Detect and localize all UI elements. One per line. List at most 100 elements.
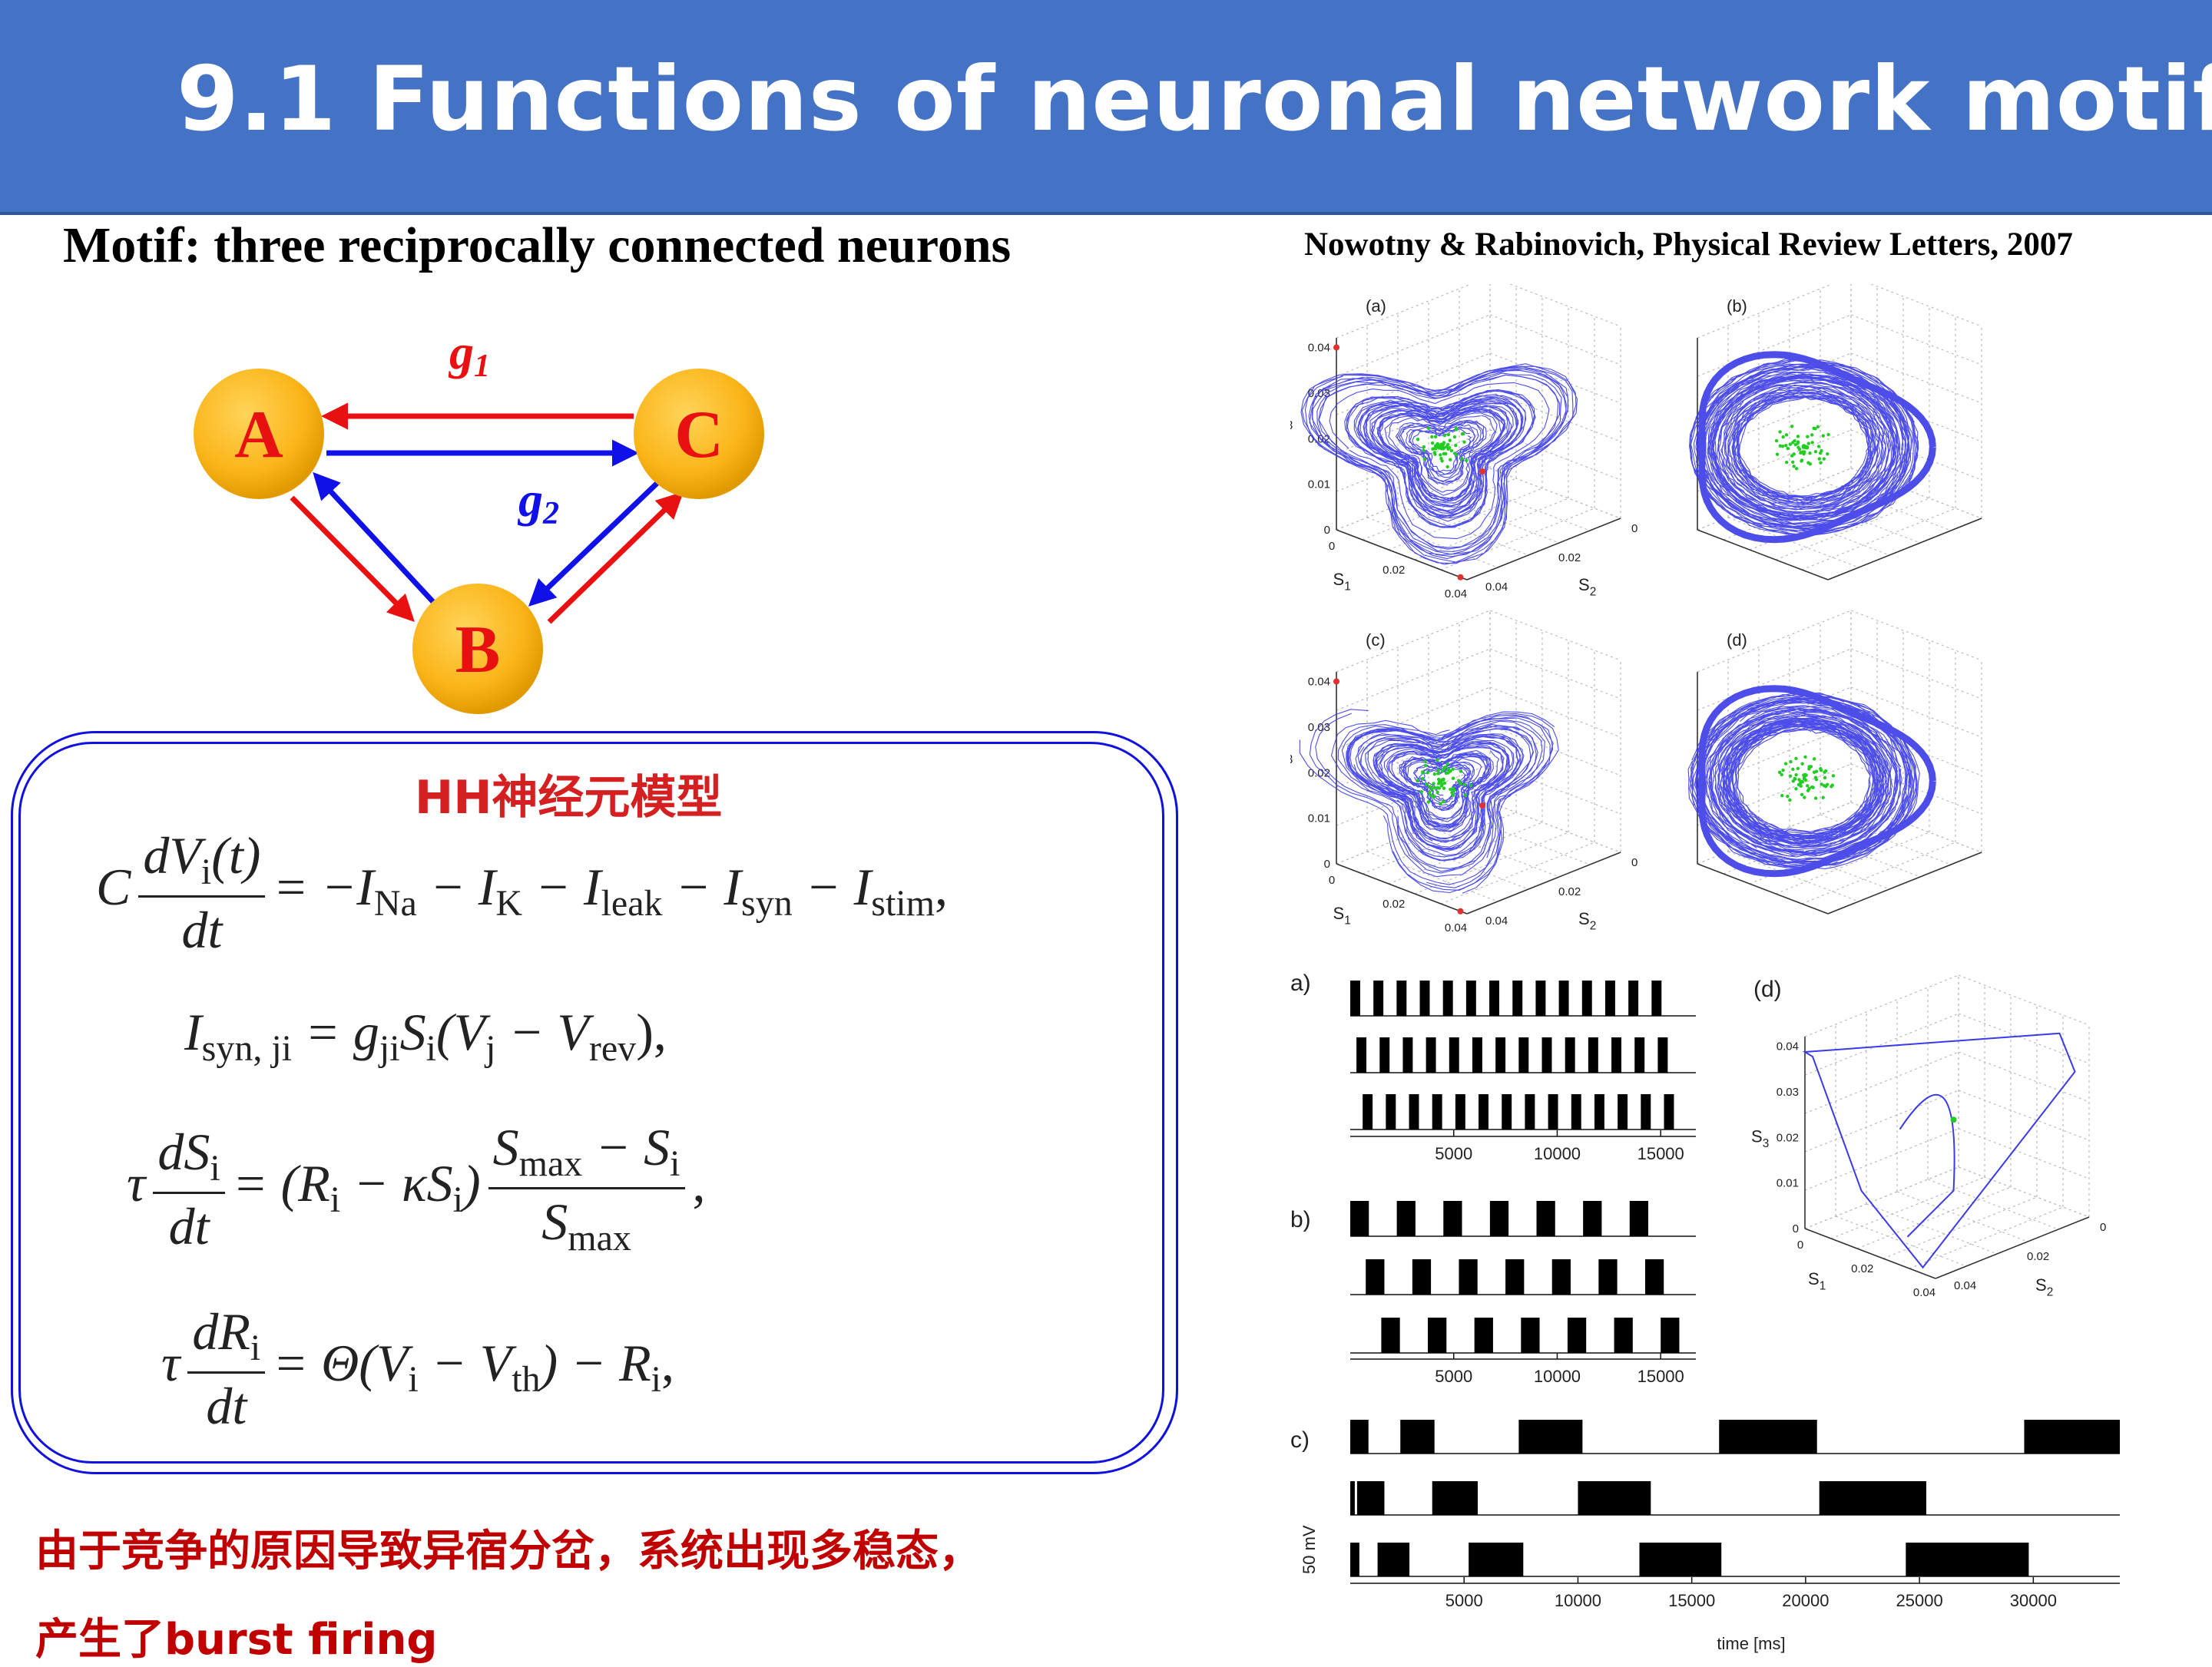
fixed-point: [1790, 425, 1794, 428]
burst: [1558, 981, 1569, 1016]
trajectory: [1346, 718, 1510, 852]
grid-line: [1850, 648, 1982, 700]
fixed-point: [1444, 771, 1449, 776]
inset-s2-tick: 0: [2100, 1221, 2106, 1234]
grid-line: [1909, 1206, 2064, 1269]
trajectory: [1722, 718, 1885, 845]
fixed-point: [1800, 458, 1804, 462]
fixed-point: [1802, 776, 1806, 779]
burst: [1373, 981, 1384, 1016]
s1-axis: [1697, 863, 1829, 915]
fixed-point: [1421, 776, 1425, 781]
burst: [1641, 1094, 1651, 1130]
burst: [1594, 1094, 1604, 1130]
trajectories: [1299, 709, 1559, 894]
burst: [1525, 1094, 1535, 1130]
trajectory: [1388, 415, 1495, 493]
edge-b-to-c: [547, 491, 684, 624]
trajectory: [1384, 412, 1498, 496]
trajectory: [1376, 408, 1506, 502]
fixed-point: [1442, 433, 1447, 438]
burst: [1541, 1037, 1552, 1073]
fixed-point: [1463, 793, 1468, 797]
trajectory: [1697, 699, 1910, 862]
trajectory: [1376, 736, 1518, 858]
grid-line: [1489, 686, 1621, 738]
trajectory: [1316, 372, 1562, 552]
trajectory: [1346, 717, 1518, 850]
burst: [1377, 1543, 1410, 1576]
fixed-point: [1813, 450, 1818, 454]
trajectory: [1309, 368, 1569, 557]
note-line-2: 产生了burst firing: [35, 1615, 438, 1665]
fixed-points: [1416, 426, 1469, 469]
burst: [1350, 1201, 1369, 1236]
g1-label: g1: [448, 325, 490, 384]
fixed-point: [1445, 762, 1449, 766]
fixed-point: [1426, 426, 1431, 431]
fixed-point: [1449, 458, 1452, 461]
trajectory: [1714, 377, 1894, 517]
fixed-point: [1791, 460, 1795, 465]
burst: [1455, 1094, 1465, 1130]
fixed-point: [1812, 770, 1816, 774]
saddle-marker: [1457, 908, 1464, 915]
burst: [1363, 1094, 1373, 1130]
fixed-point: [1830, 783, 1834, 787]
fixed-point: [1446, 432, 1451, 437]
burst: [1409, 1094, 1419, 1130]
burst: [1419, 981, 1430, 1016]
trajectory: [1707, 372, 1901, 521]
fixed-point: [1437, 782, 1441, 786]
phase-panel: (d): [1687, 610, 1982, 915]
fixed-point: [1806, 461, 1810, 465]
s1-axis: [1336, 863, 1468, 915]
trajectory: [1399, 422, 1485, 482]
fixed-point: [1792, 465, 1796, 468]
saddle-marker: [1333, 678, 1339, 685]
fixed-point: [1794, 787, 1798, 791]
s1-tick-label: 0.04: [1445, 921, 1467, 934]
inset-fixed-point: [1950, 1116, 1957, 1123]
edge-c-to-b: [528, 478, 663, 607]
trajectory: [1728, 389, 1879, 506]
fixed-point: [1803, 778, 1808, 782]
grid-line: [1801, 842, 1956, 905]
fixed-point: [1462, 782, 1466, 787]
fixed-point: [1434, 447, 1438, 451]
grid-line: [1856, 1186, 2012, 1249]
s2-axis-label: S2: [1578, 909, 1596, 933]
grid-line: [1489, 763, 1621, 815]
trajectory: [1370, 405, 1510, 507]
trajectory: [1733, 726, 1874, 835]
fixed-point: [1820, 782, 1823, 786]
trajectory: [1341, 713, 1559, 894]
grid-line: [1336, 686, 1491, 749]
grid-line: [1489, 314, 1621, 365]
fixed-point: [1781, 768, 1785, 772]
inset-s3-label: S3: [1751, 1127, 1769, 1151]
fixed-point: [1430, 787, 1434, 791]
phase-panel: 0.040.030.020.010S300.020.04S100.020.04S…: [1290, 284, 1637, 600]
trajectory: [1717, 714, 1889, 848]
fixed-point: [1794, 756, 1798, 761]
fixed-point: [1432, 451, 1437, 455]
trajectory: [1406, 424, 1479, 478]
fixed-point: [1452, 435, 1457, 439]
trajectory: [1732, 391, 1876, 504]
burst: [1719, 1420, 1817, 1454]
grid-line: [1850, 610, 1982, 661]
grid-line: [1697, 391, 1852, 454]
burst: [1634, 1037, 1645, 1073]
fixed-point: [1807, 787, 1811, 791]
inset-z-tick: 0.02: [1777, 1131, 1799, 1144]
trajectory: [1709, 374, 1899, 521]
burst: [1479, 1094, 1488, 1130]
time-tick-label: 15000: [1637, 1144, 1684, 1163]
inset-z-tick: 0.01: [1777, 1177, 1799, 1190]
fixed-point: [1431, 447, 1435, 451]
s1-tick-label: 0: [1329, 874, 1335, 887]
fixed-point: [1797, 447, 1802, 451]
fixed-point: [1796, 435, 1800, 438]
